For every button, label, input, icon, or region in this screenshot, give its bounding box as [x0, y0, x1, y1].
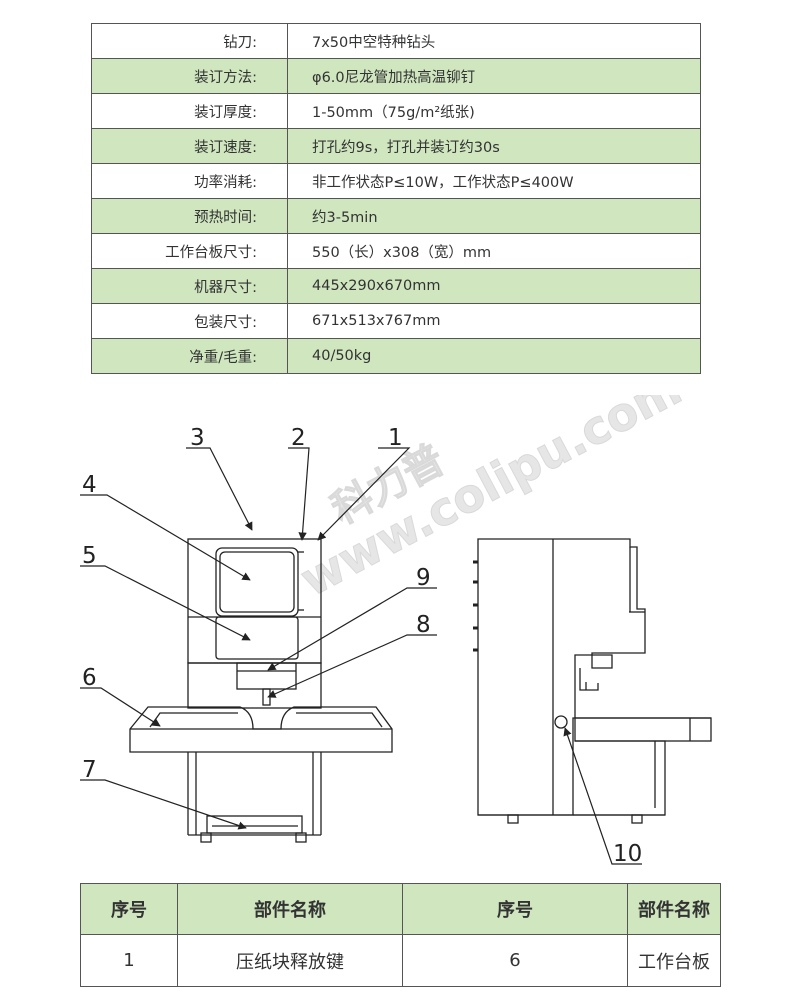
spec-row: 装订速度:打孔约9s，打孔并装订约30s — [91, 128, 701, 164]
spec-value: 非工作状态P≤10W，工作状态P≤400W — [287, 163, 701, 199]
header-part-name-1: 部件名称 — [177, 883, 403, 935]
spec-label: 钻刀: — [91, 23, 288, 59]
spec-value: 445x290x670mm — [287, 268, 701, 304]
header-part-name-2: 部件名称 — [627, 883, 721, 935]
callout-4: 4 — [82, 472, 97, 498]
callout-5: 5 — [82, 543, 97, 569]
callout-9: 9 — [416, 565, 431, 591]
callout-2: 2 — [291, 425, 306, 451]
spec-table: 钻刀:7x50中空特种钻头装订方法:φ6.0尼龙管加热高温铆钉装订厚度:1-50… — [91, 23, 701, 374]
spec-value: 550（长）x308（宽）mm — [287, 233, 701, 269]
spec-label: 装订厚度: — [91, 93, 288, 129]
spec-label: 包装尺寸: — [91, 303, 288, 339]
callout-3: 3 — [190, 425, 205, 451]
spec-label: 预热时间: — [91, 198, 288, 234]
spec-row: 机器尺寸:445x290x670mm — [91, 268, 701, 304]
spec-label: 工作台板尺寸: — [91, 233, 288, 269]
header-index-1: 序号 — [80, 883, 178, 935]
spec-value: 约3-5min — [287, 198, 701, 234]
spec-row: 钻刀:7x50中空特种钻头 — [91, 23, 701, 59]
spec-label: 装订方法: — [91, 58, 288, 94]
callout-10: 10 — [613, 841, 642, 867]
spec-row: 装订方法:φ6.0尼龙管加热高温铆钉 — [91, 58, 701, 94]
callout-1: 1 — [388, 425, 403, 451]
spec-row: 功率消耗:非工作状态P≤10W，工作状态P≤400W — [91, 163, 701, 199]
spec-label: 功率消耗: — [91, 163, 288, 199]
callout-numbers: 1 2 3 4 5 6 7 8 9 10 — [82, 425, 642, 867]
spec-value: 1-50mm（75g/m²纸张) — [287, 93, 701, 129]
callout-7: 7 — [82, 757, 97, 783]
part-index: 6 — [402, 934, 628, 987]
watermark: 科力普 www.colipu.com — [291, 395, 690, 607]
callout-8: 8 — [416, 612, 431, 638]
spec-value: 7x50中空特种钻头 — [287, 23, 701, 59]
front-view — [129, 538, 393, 843]
spec-value: 40/50kg — [287, 338, 701, 374]
spec-value: φ6.0尼龙管加热高温铆钉 — [287, 58, 701, 94]
spec-row: 装订厚度:1-50mm（75g/m²纸张) — [91, 93, 701, 129]
header-index-2: 序号 — [402, 883, 628, 935]
callout-6: 6 — [82, 665, 97, 691]
machine-diagram: 科力普 www.colipu.com — [80, 395, 712, 867]
spec-value: 671x513x767mm — [287, 303, 701, 339]
spec-value: 打孔约9s，打孔并装订约30s — [287, 128, 701, 164]
part-name: 压纸块释放键 — [177, 934, 403, 987]
side-view — [473, 538, 712, 824]
spec-row: 预热时间:约3-5min — [91, 198, 701, 234]
spec-label: 机器尺寸: — [91, 268, 288, 304]
spec-label: 净重/毛重: — [91, 338, 288, 374]
spec-row: 包装尺寸:671x513x767mm — [91, 303, 701, 339]
spec-label: 装订速度: — [91, 128, 288, 164]
callout-lines — [80, 447, 642, 865]
spec-row: 工作台板尺寸:550（长）x308（宽）mm — [91, 233, 701, 269]
part-name: 工作台板 — [627, 934, 721, 987]
part-index: 1 — [80, 934, 178, 987]
spec-row: 净重/毛重:40/50kg — [91, 338, 701, 374]
